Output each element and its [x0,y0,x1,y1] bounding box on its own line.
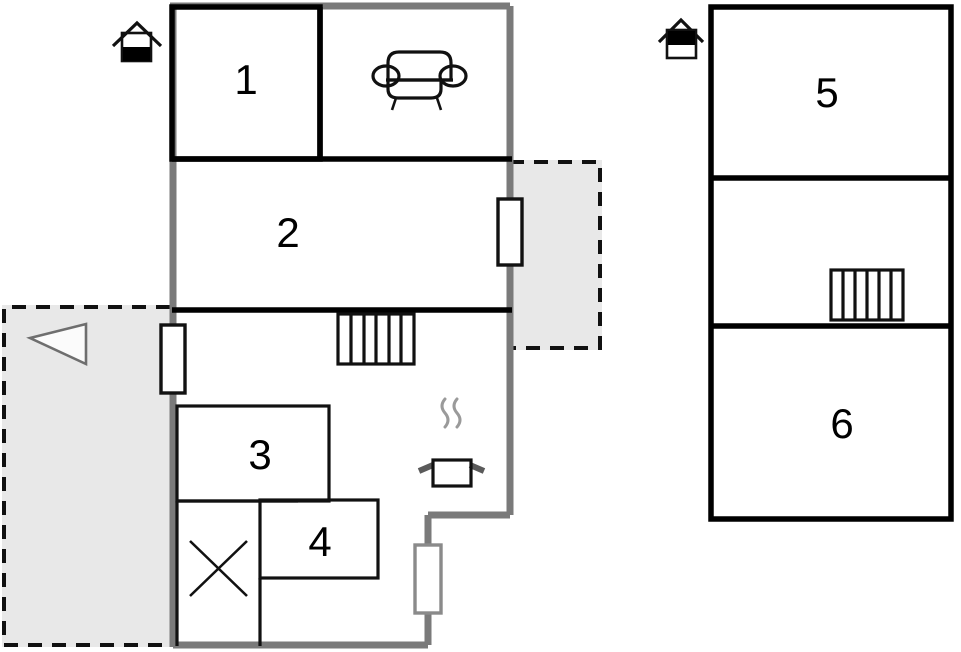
room-label-6: 6 [830,400,853,447]
window-left-middle [159,323,187,395]
room-label-3: 3 [248,431,271,478]
ground-floor-group: 1 2 3 4 [2,2,602,649]
window-right-upper [496,197,524,267]
house-icon-upper-floor [657,17,705,60]
room-label-2: 2 [276,209,299,256]
house-icon-ground-floor [111,20,163,63]
shaft-icon [189,540,248,597]
terrace-direction-icon [26,322,88,367]
stove-icon [417,397,486,488]
room-label-1: 1 [234,56,257,103]
stairs-icon [336,312,416,366]
outer-wall-upper-floor [708,4,954,522]
upper-floor-group: 5 6 [657,4,954,522]
sofa-icon [371,50,468,111]
stairs-icon-upper [829,268,905,322]
outer-wall-ground-floor [169,2,514,649]
window-bottom-right [413,543,443,615]
room-label-4: 4 [308,518,331,565]
terrace-right [510,160,602,350]
room-label-5: 5 [815,69,838,116]
interior-walls-ground-floor [169,4,512,646]
